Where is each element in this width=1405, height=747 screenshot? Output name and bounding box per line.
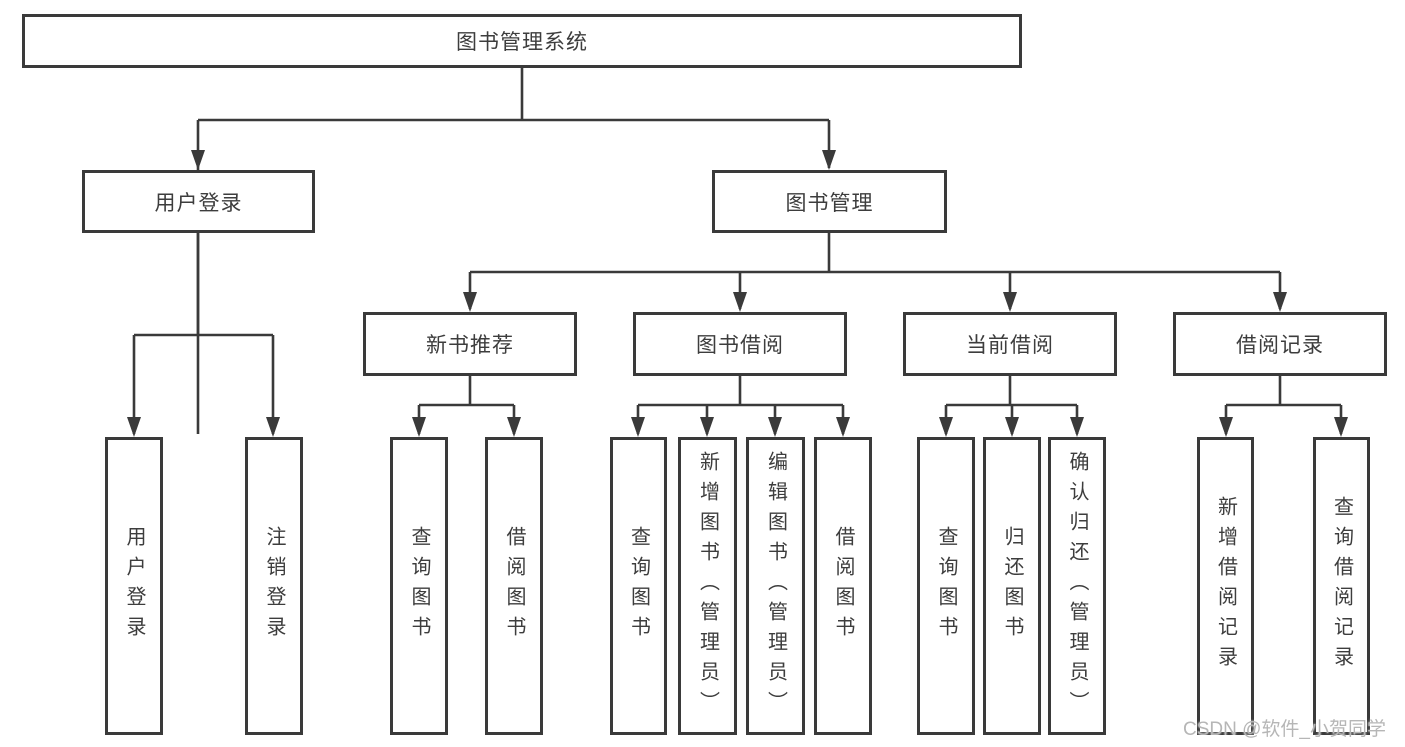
node-label: 借阅记录 [1236, 334, 1324, 357]
node-label: 注销登录 [263, 526, 285, 646]
leaf-borrow-add-books-admin: 新增图书（管理员） [678, 437, 737, 735]
leaf-newbook-borrow-books: 借阅图书 [485, 437, 543, 735]
node-label: 查询借阅记录 [1330, 496, 1353, 676]
leaf-records-query-record: 查询借阅记录 [1313, 437, 1370, 735]
leaf-borrow-borrow-books: 借阅图书 [814, 437, 872, 735]
csdn-watermark: CSDN @软件_小贺同学 [1183, 719, 1386, 740]
leaf-current-query-books: 查询图书 [917, 437, 975, 735]
arrowheads [127, 150, 1348, 437]
connector-records-branch [1224, 376, 1343, 434]
node-library-management-system: 图书管理系统 [22, 14, 1022, 68]
node-label: 确认归还（管理员） [1066, 451, 1088, 721]
node-label: 新增借阅记录 [1214, 496, 1237, 676]
leaf-current-confirm-return-admin: 确认归还（管理员） [1048, 437, 1106, 735]
node-book-management: 图书管理 [712, 170, 947, 233]
node-label: 查询图书 [935, 526, 957, 646]
node-label: 用户登录 [123, 526, 145, 646]
leaf-user-login: 用户登录 [105, 437, 163, 735]
connector-user-login-branch [132, 232, 275, 434]
leaf-records-add-record: 新增借阅记录 [1197, 437, 1254, 735]
node-label: 借阅图书 [832, 526, 854, 646]
connector-new-book-branch [417, 376, 516, 434]
connector-book-borrow-branch [636, 376, 845, 434]
node-current-borrowing: 当前借阅 [903, 312, 1117, 376]
leaf-logout: 注销登录 [245, 437, 303, 735]
node-label: 图书借阅 [696, 334, 784, 357]
node-label: 图书管理系统 [456, 31, 588, 54]
node-user-login: 用户登录 [82, 170, 315, 233]
node-new-book-recommend: 新书推荐 [363, 312, 577, 376]
node-label: 查询图书 [408, 526, 430, 646]
leaf-borrow-edit-books-admin: 编辑图书（管理员） [746, 437, 805, 735]
leaf-current-return-books: 归还图书 [983, 437, 1041, 735]
node-label: 借阅图书 [503, 526, 525, 646]
connector-root-to-level2 [196, 68, 831, 434]
node-label: 编辑图书（管理员） [764, 451, 787, 721]
node-label: 当前借阅 [966, 334, 1054, 357]
node-label: 用户登录 [154, 191, 243, 215]
node-label: 新书推荐 [426, 334, 514, 357]
leaf-newbook-query-books: 查询图书 [390, 437, 448, 735]
node-borrow-records: 借阅记录 [1173, 312, 1387, 376]
node-book-borrowing: 图书借阅 [633, 312, 847, 376]
node-label: 归还图书 [1001, 526, 1023, 646]
node-label: 图书管理 [785, 191, 874, 215]
node-label: 新增图书（管理员） [696, 451, 719, 721]
node-label: 查询图书 [627, 526, 650, 646]
leaf-borrow-query-books: 查询图书 [610, 437, 667, 735]
connector-book-management-branch [468, 233, 1282, 309]
